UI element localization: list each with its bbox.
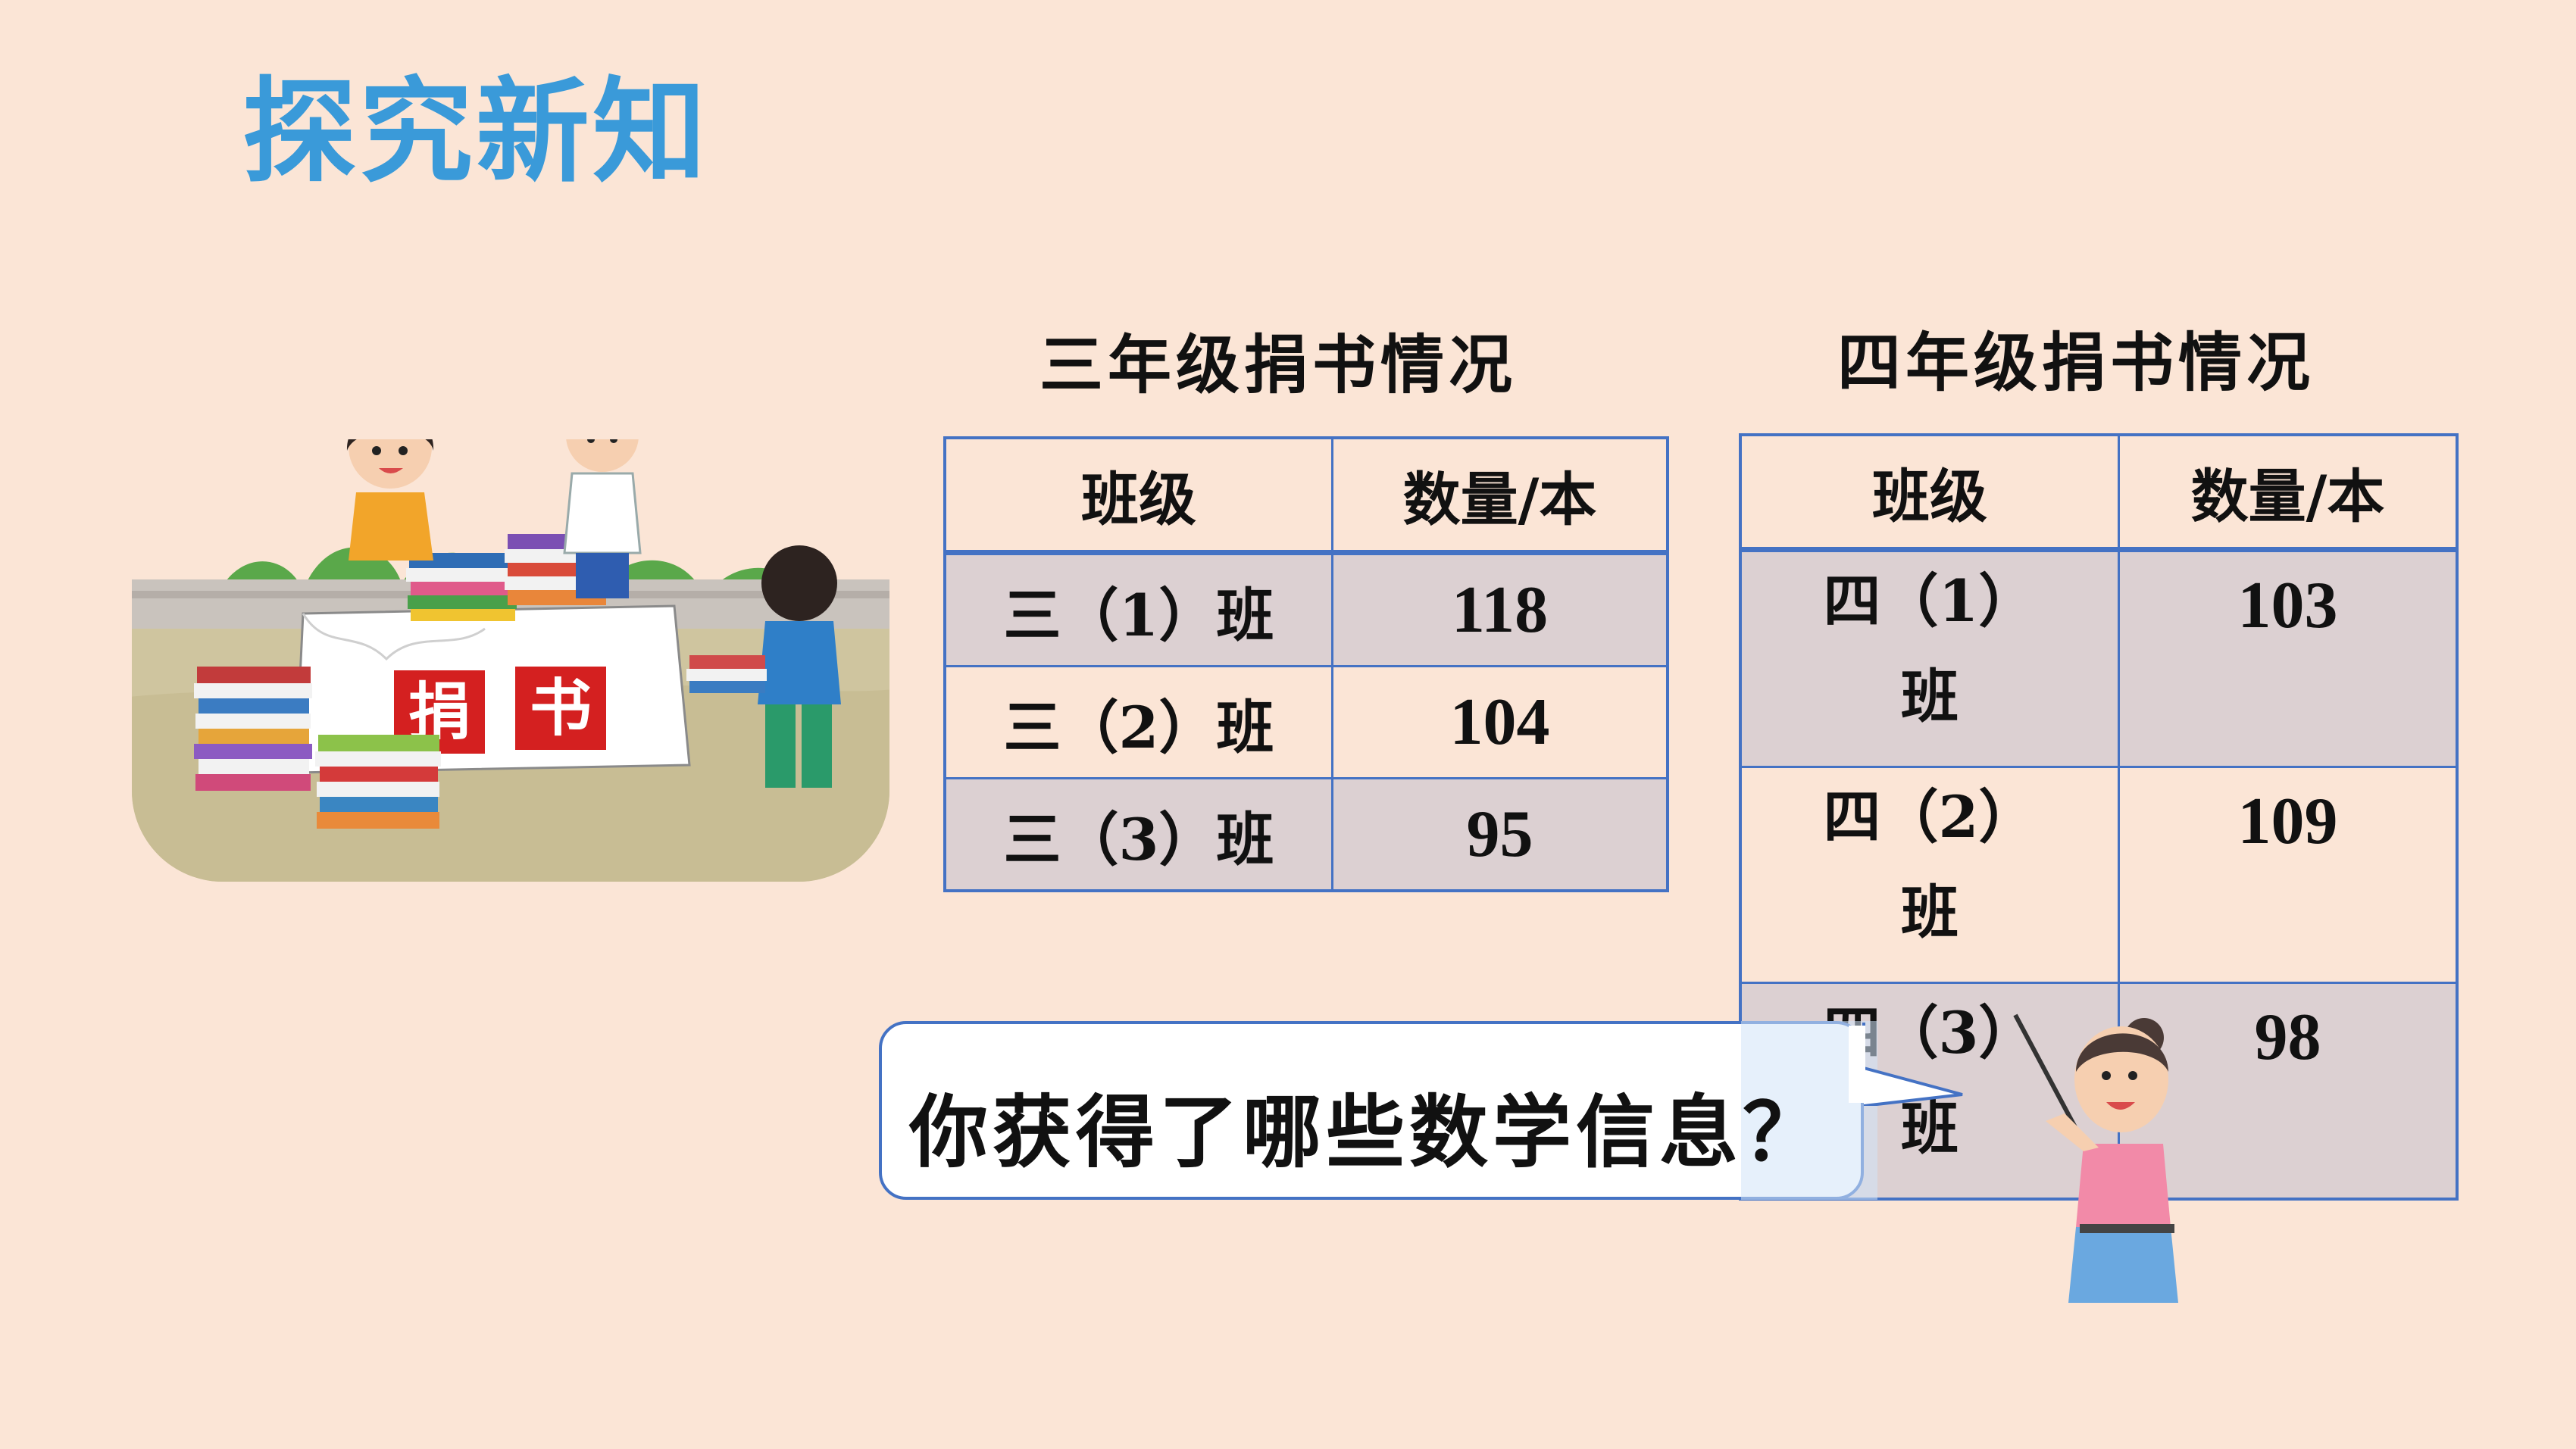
speech-bubble xyxy=(879,1021,1864,1200)
count-cell: 118 xyxy=(1331,551,1669,667)
table-row: 三（1）班 118 xyxy=(943,551,1669,667)
table-row: 三（2）班 104 xyxy=(943,665,1669,779)
table-row: 四（1） 班 103 xyxy=(1739,548,2459,768)
speech-bubble-pointer-icon xyxy=(1849,1023,1963,1106)
class-label-line2: 班 xyxy=(1901,879,1959,946)
header-count: 数量/本 xyxy=(2118,433,2459,551)
grade4-caption: 四年级捐书情况 xyxy=(1837,325,2315,400)
header-count: 数量/本 xyxy=(1331,436,1669,554)
grade3-caption: 三年级捐书情况 xyxy=(1039,327,1518,402)
class-label-line1: 四（2） xyxy=(1823,783,2037,851)
class-cell: 四（2） 班 xyxy=(1739,766,2120,984)
class-cell: 三（2）班 xyxy=(943,665,1333,779)
table-header-row: 班级 数量/本 xyxy=(943,436,1669,554)
class-cell: 三（3）班 xyxy=(943,777,1333,892)
table-header-row: 班级 数量/本 xyxy=(1739,433,2459,551)
count-cell: 95 xyxy=(1331,777,1669,892)
count-cell: 109 xyxy=(2118,766,2459,984)
banner-char: 书 xyxy=(530,673,592,745)
count-cell: 103 xyxy=(2118,548,2459,768)
table-row: 三（3）班 95 xyxy=(943,777,1669,892)
page-title: 探究新知 xyxy=(242,67,710,198)
count-cell: 104 xyxy=(1331,665,1669,779)
class-cell: 三（1）班 xyxy=(943,551,1333,667)
header-class: 班级 xyxy=(943,436,1333,554)
class-label-line2: 班 xyxy=(1901,1095,1959,1162)
grade3-table: 班级 数量/本 三（1）班 118 三（2）班 104 三（3）班 95 xyxy=(943,436,1669,892)
class-label-line1: 四（1） xyxy=(1823,567,2037,635)
teacher-with-pointer-icon xyxy=(2013,1013,2178,1303)
class-label-line2: 班 xyxy=(1901,663,1959,730)
speech-bubble-text: 你获得了哪些数学信息？ xyxy=(909,1085,1827,1179)
book-donation-scene-icon: 捐 书 xyxy=(132,439,889,882)
header-class: 班级 xyxy=(1739,433,2120,551)
class-cell: 四（1） 班 xyxy=(1739,548,2120,768)
table-row: 四（2） 班 109 xyxy=(1739,766,2459,984)
count-cell: 98 xyxy=(2118,982,2459,1201)
